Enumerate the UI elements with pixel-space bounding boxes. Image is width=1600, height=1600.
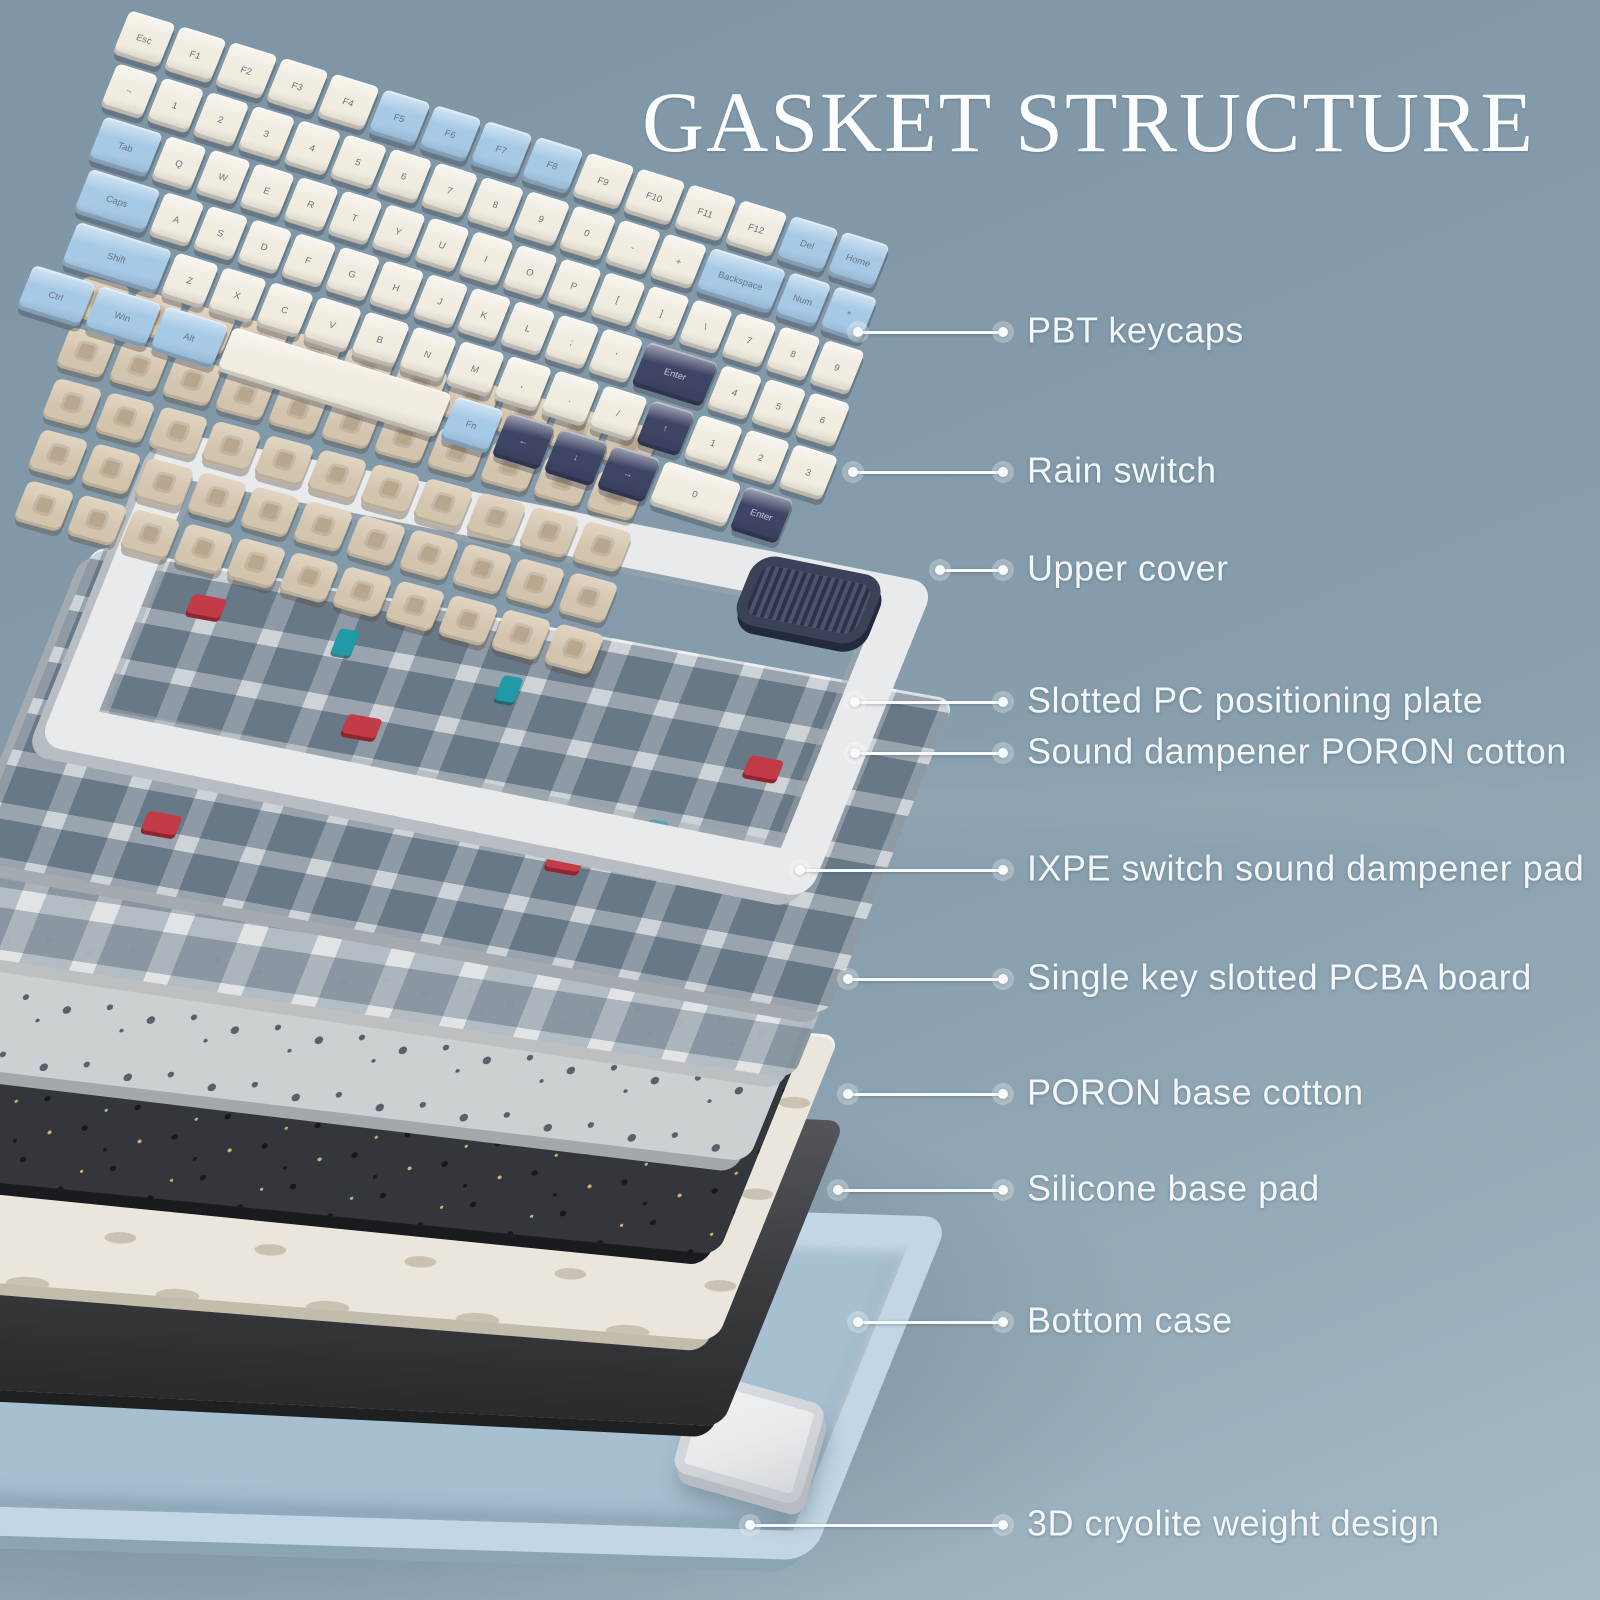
callout-line-slotted-pc-positioning-plate	[855, 700, 1003, 704]
callout-dot	[998, 327, 1008, 337]
callout-label-bottom-case: Bottom case	[1027, 1299, 1233, 1341]
callout-dot	[843, 974, 853, 984]
rain-switch-unit	[570, 520, 633, 574]
rain-switch-unit	[277, 551, 340, 604]
callout-line-sound-dampener-poron-cotton	[855, 751, 1003, 755]
rain-switch-unit	[291, 500, 354, 553]
keycap: Home	[826, 231, 890, 290]
rain-switch-unit	[79, 442, 142, 496]
callout-line-bottom-case	[858, 1320, 1003, 1324]
rain-switch-unit	[238, 485, 301, 539]
callout-dot	[935, 565, 945, 575]
rain-switch-unit	[383, 580, 446, 633]
rain-switch-unit	[132, 457, 195, 510]
callout-label-cryolite-weight: 3D cryolite weight design	[1027, 1502, 1440, 1544]
rain-switch-unit	[171, 522, 234, 576]
callout-line-pbt-keycaps	[858, 330, 1003, 334]
rain-switch-unit	[146, 406, 209, 459]
rain-switch-unit	[542, 623, 605, 676]
callout-line-rain-switch	[853, 470, 1003, 474]
callout-label-upper-cover: Upper cover	[1027, 547, 1229, 589]
callout-label-pbt-keycaps: PBT keycaps	[1027, 309, 1244, 351]
rain-switch-unit	[450, 543, 513, 596]
rain-switch-unit	[358, 463, 421, 516]
callout-dot	[998, 748, 1008, 758]
callout-label-single-key-slotted-pcba-board: Single key slotted PCBA board	[1027, 956, 1532, 998]
callout-dot	[843, 1089, 853, 1099]
rain-switch-unit	[411, 477, 474, 531]
callout-line-poron-base-cotton	[848, 1092, 1003, 1096]
gasket-clip	[141, 810, 183, 836]
callout-label-sound-dampener-poron-cotton: Sound dampener PORON cotton	[1027, 730, 1567, 772]
callout-dot	[833, 1185, 843, 1195]
rain-switch-unit	[344, 514, 407, 568]
rain-switch-unit	[464, 491, 527, 545]
rain-switch-unit	[305, 449, 368, 502]
rain-switch-unit	[93, 391, 156, 445]
callout-line-ixpe-switch-sound-dampener-pad	[800, 868, 1003, 872]
callout-dot	[998, 974, 1008, 984]
callout-dot	[998, 1185, 1008, 1195]
keycap: 3	[778, 443, 839, 502]
callout-dot	[998, 865, 1008, 875]
callout-label-poron-base-cotton: PORON base cotton	[1027, 1071, 1364, 1113]
rain-switch-unit	[26, 428, 89, 482]
callout-line-silicone-base-pad	[838, 1188, 1003, 1192]
keycap: ↓	[543, 428, 609, 487]
callout-dot	[745, 1520, 755, 1530]
callout-line-single-key-slotted-pcba-board	[848, 977, 1003, 981]
callout-dot	[998, 697, 1008, 707]
rain-switch-unit	[65, 494, 128, 547]
callout-dot	[998, 565, 1008, 575]
rain-switch-unit	[556, 571, 619, 625]
callout-dot	[795, 865, 805, 875]
callout-dot	[998, 1520, 1008, 1530]
callout-line-upper-cover	[940, 568, 1003, 572]
rain-switch-unit	[40, 377, 103, 430]
callout-dot	[850, 697, 860, 707]
keycap: *	[819, 286, 878, 343]
callout-label-slotted-pc-positioning-plate: Slotted PC positioning plate	[1027, 679, 1484, 721]
callout-dot	[850, 748, 860, 758]
rain-switch-unit	[397, 528, 460, 582]
rain-switch-unit	[12, 479, 75, 533]
rain-switch-unit	[224, 537, 287, 590]
keycap: Win	[82, 285, 163, 349]
callout-label-silicone-base-pad: Silicone base pad	[1027, 1167, 1320, 1209]
rain-switch-unit	[199, 420, 262, 473]
callout-label-ixpe-switch-sound-dampener-pad: IXPE switch sound dampener pad	[1027, 847, 1585, 889]
page-title: GASKET STRUCTURE	[642, 74, 1535, 170]
callout-dot	[998, 1089, 1008, 1099]
callout-dot	[853, 1317, 863, 1327]
rain-switch-unit	[252, 434, 315, 488]
rain-switch-unit	[489, 608, 552, 662]
rain-switch-unit	[436, 594, 499, 647]
rain-switch-unit	[517, 506, 580, 559]
rain-switch-unit	[118, 508, 181, 562]
rain-switch-unit	[503, 557, 566, 610]
keycap: Tab	[87, 116, 164, 179]
callout-dot	[848, 467, 858, 477]
callout-line-cryolite-weight	[750, 1523, 1003, 1527]
rain-switch-unit	[185, 471, 248, 525]
callout-dot	[998, 467, 1008, 477]
keycap: Alt	[149, 305, 229, 369]
keycap: Ctrl	[16, 264, 96, 328]
callout-label-rain-switch: Rain switch	[1027, 449, 1217, 491]
callout-dot	[853, 327, 863, 337]
rain-switch-unit	[330, 565, 393, 619]
callout-dot	[998, 1317, 1008, 1327]
